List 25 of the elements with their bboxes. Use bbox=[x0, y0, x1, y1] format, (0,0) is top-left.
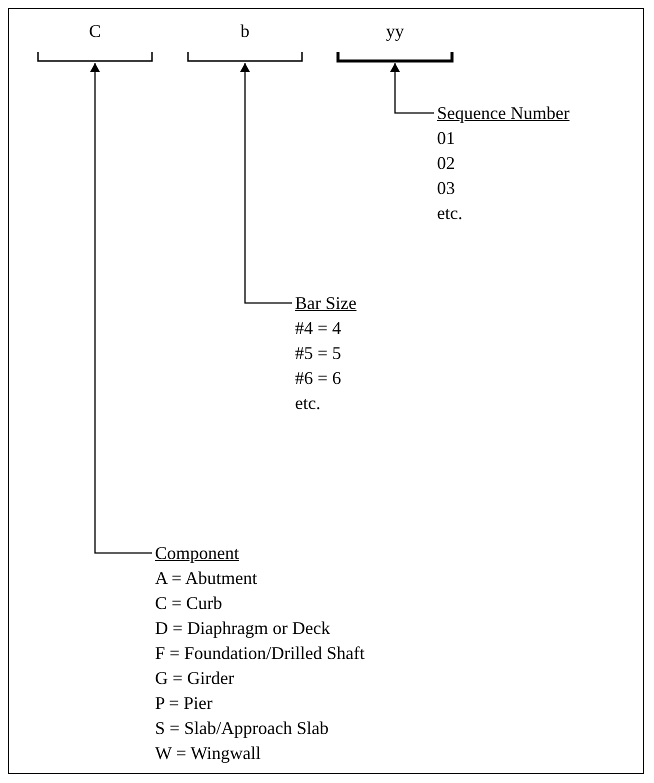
code-definition: S = Slab/Approach Slab bbox=[155, 717, 329, 739]
code-definition: 01 bbox=[437, 127, 455, 149]
code-definition: 02 bbox=[437, 152, 455, 174]
code-definition: 03 bbox=[437, 177, 455, 199]
code-definition: #6 = 6 bbox=[295, 367, 342, 389]
code-definition: A = Abutment bbox=[155, 567, 258, 589]
code-definition: W = Wingwall bbox=[155, 742, 261, 764]
code-definition: P = Pier bbox=[155, 692, 212, 714]
leader-arrow bbox=[390, 63, 434, 114]
code-definition: #5 = 5 bbox=[295, 342, 342, 364]
code-definition: C = Curb bbox=[155, 592, 222, 614]
code-definition: etc. bbox=[437, 202, 462, 224]
list-heading: Bar Size bbox=[295, 292, 356, 314]
code-definition: G = Girder bbox=[155, 667, 234, 689]
list-heading: Component bbox=[155, 542, 239, 564]
code-definition: F = Foundation/Drilled Shaft bbox=[155, 642, 365, 664]
list-heading: Sequence Number bbox=[437, 102, 570, 124]
leader-arrow bbox=[90, 63, 152, 554]
code-letter: b bbox=[240, 20, 250, 42]
code-letter: C bbox=[88, 20, 102, 42]
code-definition: D = Diaphragm or Deck bbox=[155, 617, 330, 639]
leader-arrow bbox=[240, 63, 292, 304]
code-definition: #4 = 4 bbox=[295, 317, 342, 339]
code-letter: yy bbox=[385, 20, 405, 42]
code-definition: etc. bbox=[295, 392, 320, 414]
